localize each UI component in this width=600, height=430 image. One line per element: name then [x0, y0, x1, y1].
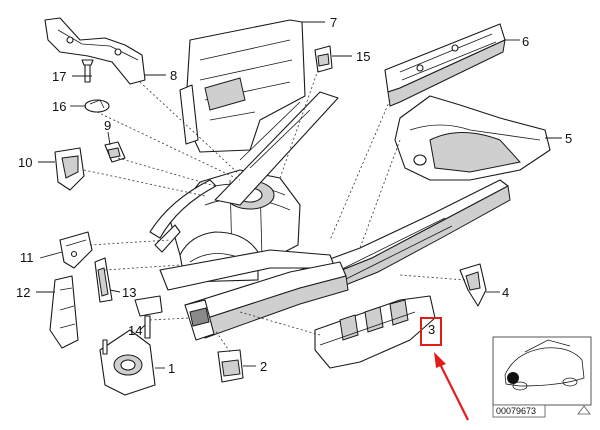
part-17-stud — [81, 59, 94, 83]
inset-frame — [492, 336, 592, 406]
part-15-clip — [314, 45, 333, 73]
part-2-bracket — [217, 349, 244, 383]
leader-lines — [36, 21, 562, 369]
callout-14: 14 — [128, 323, 142, 338]
part-16-washer — [84, 99, 110, 113]
part-1-mount-plate — [99, 329, 156, 396]
part-7-firewall-panel — [179, 19, 306, 153]
part-12-vertical-bracket — [49, 275, 79, 349]
callout-labels: 7 8 15 6 5 17 16 9 10 11 13 12 14 1 2 4 … — [16, 15, 572, 376]
callout-13: 13 — [122, 285, 136, 300]
callout-10: 10 — [18, 155, 32, 170]
callout-3: 3 — [428, 322, 435, 337]
callout-4: 4 — [502, 285, 509, 300]
highlight-arrow-shaft — [439, 363, 469, 421]
inset-location-dot — [507, 372, 519, 384]
callout-2: 2 — [260, 359, 267, 374]
part-13-support — [94, 257, 113, 303]
callout-12: 12 — [16, 285, 30, 300]
callout-17: 17 — [52, 69, 66, 84]
assembly-dotted-lines — [83, 69, 466, 353]
part-5-wheel-arch-panel — [394, 95, 551, 181]
callout-1: 1 — [168, 361, 175, 376]
callout-6: 6 — [522, 34, 529, 49]
inset-car-thumbnail: 00079673 — [492, 336, 592, 418]
triangle-icon — [577, 405, 591, 415]
callout-11: 11 — [20, 250, 34, 265]
highlight-arrow-head — [434, 352, 446, 368]
part-10-gusset — [54, 147, 85, 191]
front-frame-assembly — [149, 91, 511, 341]
callout-8: 8 — [170, 68, 177, 83]
callout-5: 5 — [565, 131, 572, 146]
callout-16: 16 — [52, 99, 66, 114]
callout-7: 7 — [330, 15, 337, 30]
part-3-reinforcement — [314, 295, 436, 369]
part-14-bolt — [134, 295, 163, 339]
part-4-clip — [459, 263, 487, 307]
part-11-bracket — [59, 231, 93, 269]
part-8-side-bracket — [44, 17, 146, 85]
inset-code: 00079673 — [496, 406, 536, 416]
callout-9: 9 — [104, 118, 111, 133]
highlight-annotation — [420, 317, 469, 421]
part-6-upper-rail — [384, 23, 506, 107]
highlight-box — [420, 317, 442, 346]
part-9-bracket — [104, 141, 126, 163]
callout-15: 15 — [356, 49, 370, 64]
